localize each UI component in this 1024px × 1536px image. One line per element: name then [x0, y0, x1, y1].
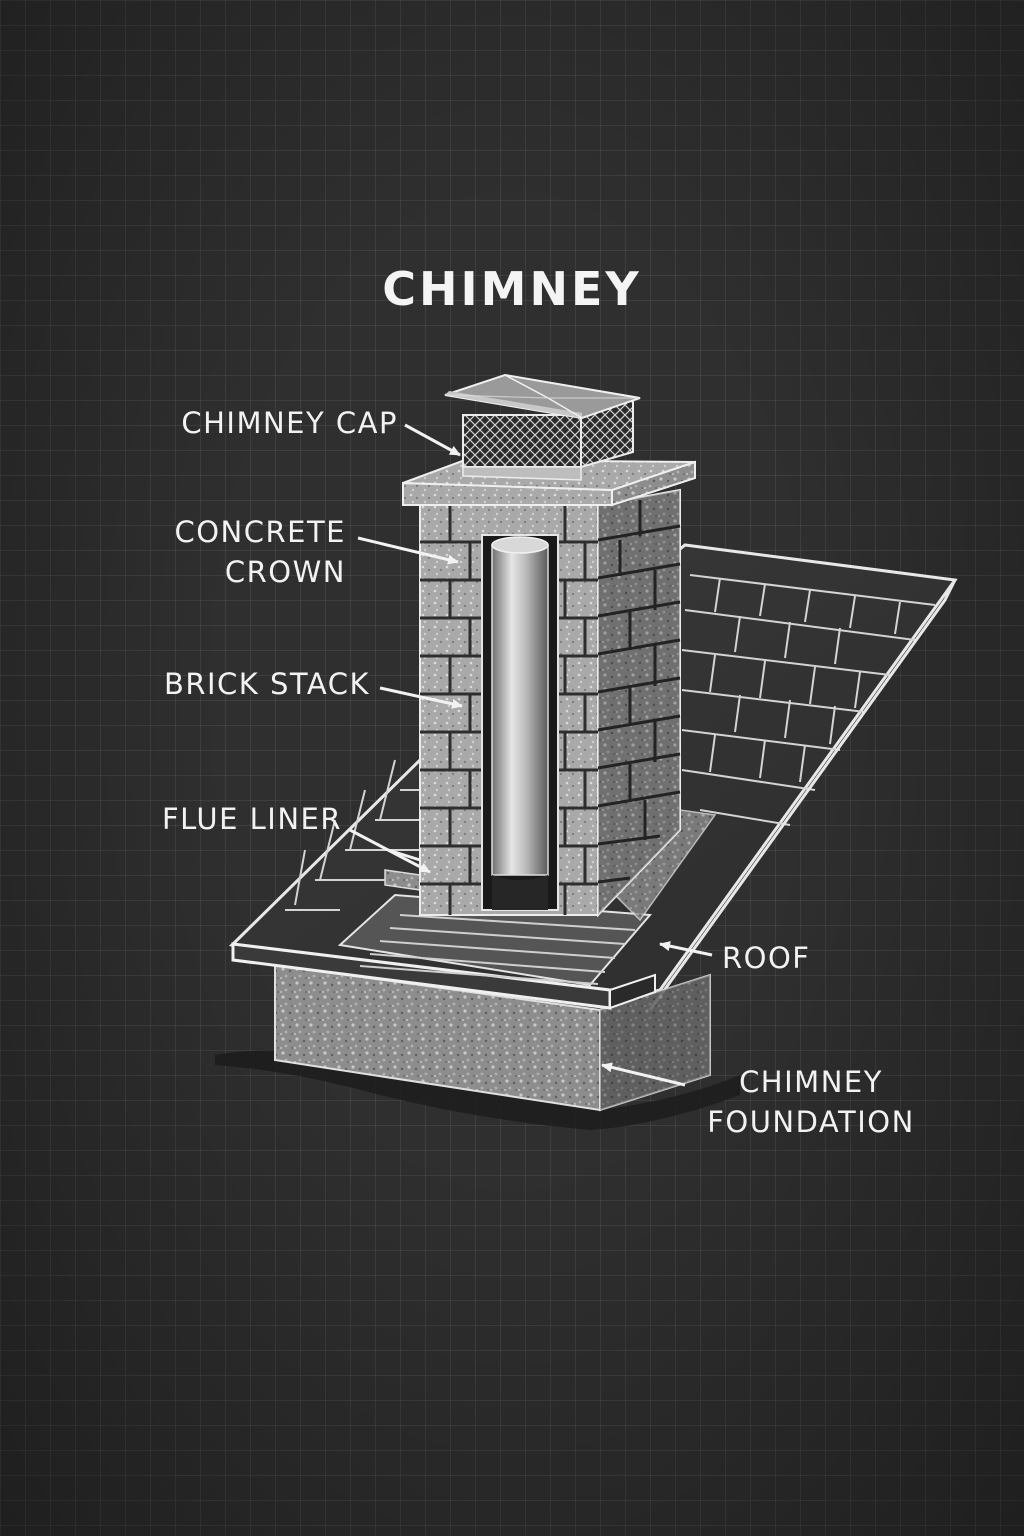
- concrete-crown-leader: [357, 536, 459, 565]
- base-slab: [231, 809, 717, 1010]
- chimney-foundation: [274, 963, 711, 1112]
- chimney-cap: [444, 373, 641, 481]
- label-brick-stack: BRICK STACK: [163, 667, 370, 701]
- chimney-cap-leader: [404, 423, 461, 457]
- brick-stack-leader: [379, 686, 463, 709]
- foundation-leader: [601, 1062, 686, 1087]
- label-roof: ROOF: [722, 941, 811, 975]
- leader-lines: [349, 423, 713, 1087]
- label-concrete-crown: CONCRETE CROWN: [174, 515, 346, 589]
- label-flue-liner: FLUE LINER: [161, 802, 342, 836]
- label-chimney-foundation: CHIMNEY FOUNDATION: [707, 1065, 915, 1139]
- roof-leader: [659, 941, 713, 957]
- flue-liner-leader-2: [387, 848, 421, 862]
- flue-liner: [481, 534, 559, 911]
- page-title: CHIMNEY: [382, 262, 642, 316]
- label-chimney-cap: CHIMNEY CAP: [181, 406, 398, 440]
